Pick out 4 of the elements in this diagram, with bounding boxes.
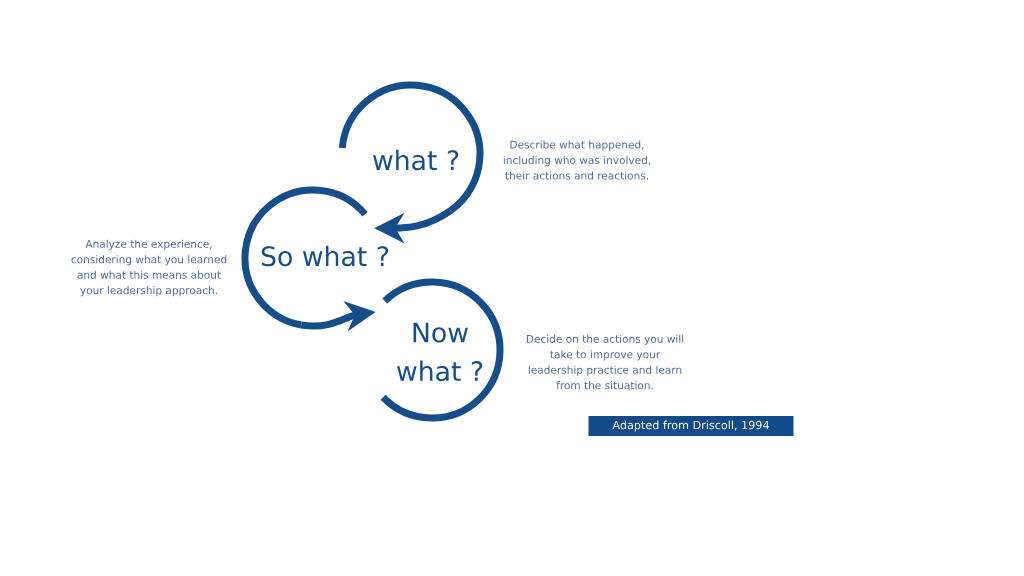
- description-text: Analyze the experience, considering what you learned and what this means about your leadership approach.: [71, 239, 227, 297]
- source-banner: Adapted from Driscoll, 1994: [588, 416, 794, 436]
- description-text: Describe what happened, including who was involved, their actions and reactions.: [503, 140, 651, 180]
- description-text: Decide on the actions you will take to improve your leadership practice and learn from the situation.: [526, 334, 684, 390]
